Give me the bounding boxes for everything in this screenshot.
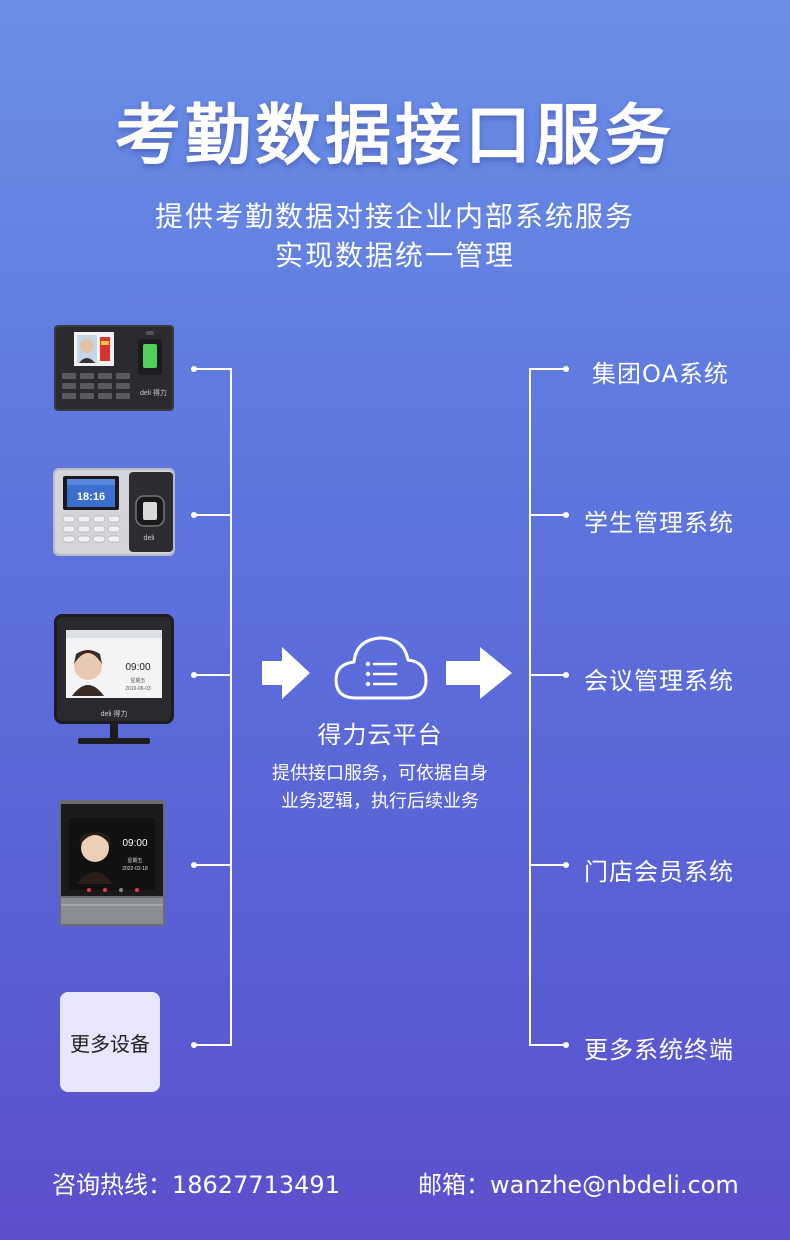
device-2-brand: deli	[144, 535, 155, 542]
right-branch-4	[529, 864, 567, 866]
phone-label: 咨询热线：	[52, 1171, 172, 1199]
left-branch-dot-3	[191, 672, 197, 678]
system-label-oa: 集团OA系统	[592, 360, 729, 388]
left-branch-dot-1	[191, 366, 197, 372]
left-branch-dot-2	[191, 512, 197, 518]
page-title: 考勤数据接口服务	[115, 97, 675, 174]
device-silver-terminal: 18:16 deli	[53, 468, 175, 556]
contact-email: 邮箱：wanzhe@nbdeli.com	[418, 1165, 739, 1200]
device-3-brand: deli 得力	[101, 709, 128, 718]
more-devices-box: 更多设备	[60, 992, 160, 1092]
right-branch-dot-2	[563, 512, 569, 518]
left-branch-1	[193, 368, 231, 370]
device-3-day: 星期五	[130, 678, 145, 684]
right-branch-1	[529, 368, 567, 370]
right-branch-3	[529, 674, 567, 676]
subtitle-line-1: 提供考勤数据对接企业内部系统服务	[154, 200, 635, 233]
device-face-terminal-stand: 09:00 星期五 2019-06-03 deli 得力	[54, 614, 174, 746]
more-devices-label: 更多设备	[70, 1031, 150, 1056]
device-3-date: 2019-06-03	[125, 686, 151, 692]
left-branch-5	[193, 1044, 231, 1046]
device-fingerprint-terminal: deli 得力	[54, 325, 174, 411]
phone-number[interactable]: 18627713491	[172, 1171, 340, 1199]
platform-desc-line-1: 提供接口服务，可依据自身	[272, 763, 488, 784]
right-branch-dot-3	[563, 672, 569, 678]
platform-desc-line-2: 业务逻辑，执行后续业务	[281, 791, 479, 812]
system-label-student: 学生管理系统	[584, 509, 734, 537]
device-4-date: 2022-02-18	[122, 866, 148, 872]
cloud-icon	[332, 632, 430, 702]
platform-name: 得力云平台	[317, 721, 443, 749]
system-label-store: 门店会员系统	[584, 858, 734, 886]
email-label: 邮箱：	[418, 1171, 490, 1199]
right-branch-dot-4	[563, 862, 569, 868]
device-face-terminal-wall: 09:00 星期五 2022-02-18	[59, 800, 165, 926]
left-branch-dot-4	[191, 862, 197, 868]
email-address[interactable]: wanzhe@nbdeli.com	[490, 1171, 739, 1199]
left-bracket-vertical	[230, 368, 232, 1046]
right-branch-5	[529, 1044, 567, 1046]
device-2-time: 18:16	[77, 491, 105, 503]
right-branch-dot-1	[563, 366, 569, 372]
right-branch-2	[529, 514, 567, 516]
right-bracket-vertical	[529, 368, 531, 1046]
left-branch-4	[193, 864, 231, 866]
device-3-time: 09:00	[125, 662, 150, 673]
left-branch-2	[193, 514, 231, 516]
system-label-meeting: 会议管理系统	[584, 667, 734, 695]
device-1-brand: deli 得力	[140, 388, 167, 397]
right-branch-dot-5	[563, 1042, 569, 1048]
arrow-right-icon-2	[446, 647, 512, 699]
device-4-day: 星期五	[127, 858, 142, 864]
contact-phone: 咨询热线：18627713491	[52, 1165, 340, 1200]
left-branch-dot-5	[191, 1042, 197, 1048]
arrow-right-icon	[262, 647, 310, 699]
subtitle-line-2: 实现数据统一管理	[274, 239, 515, 272]
system-label-more: 更多系统终端	[584, 1036, 734, 1064]
device-4-time: 09:00	[122, 838, 147, 849]
left-branch-3	[193, 674, 231, 676]
